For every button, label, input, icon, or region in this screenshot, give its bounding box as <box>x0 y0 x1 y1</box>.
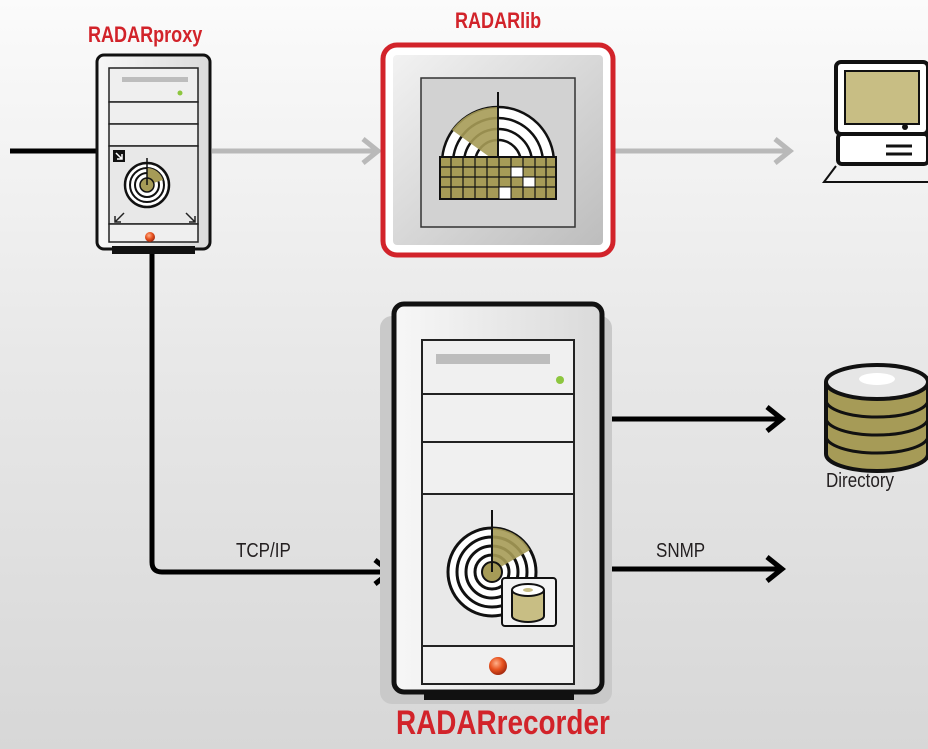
snmp-arrow <box>604 555 787 583</box>
radarproxy-server <box>95 53 212 254</box>
proxy-to-lib-arrow <box>212 137 383 165</box>
radarrecorder-server <box>380 301 612 704</box>
directory-label: Directory <box>826 470 895 492</box>
recorder-to-directory-arrow <box>604 405 787 433</box>
recorder-radar-disk-icon <box>446 510 557 627</box>
client-computer-icon <box>822 60 928 183</box>
directory-database-icon <box>824 363 928 473</box>
radarlib-label: RADARlib <box>455 8 542 33</box>
lib-to-client-arrow <box>614 137 795 165</box>
tcpip-connector <box>149 252 395 586</box>
lib-radar-keyboard-icon <box>439 92 557 200</box>
snmp-label: SNMP <box>656 540 706 562</box>
radarrecorder-label: RADARrecorder <box>396 704 610 742</box>
proxy-radar-icon <box>123 158 171 209</box>
radarproxy-label: RADARproxy <box>88 22 203 47</box>
radarlib-module <box>380 42 616 258</box>
tcpip-label: TCP/IP <box>236 540 291 562</box>
